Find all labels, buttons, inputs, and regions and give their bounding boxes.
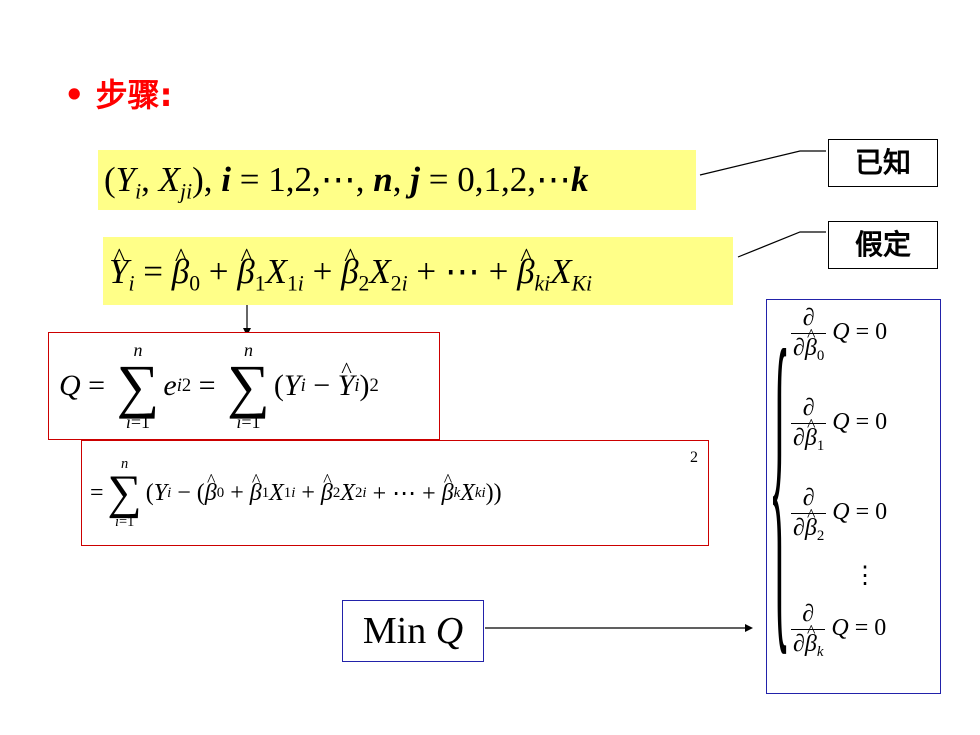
- equation-model: Yi = β0 + β1X1i + β2X2i + ⋯ + βkiXKi: [103, 237, 733, 305]
- connector-assumed: [737, 231, 826, 258]
- label-assumed: 假定: [828, 221, 938, 269]
- equation-q-sum: Q = n∑i=1 ei2 = n∑i=1 (Yi − Yi)2: [48, 332, 440, 440]
- right-arrow-head: [745, 624, 753, 632]
- min-word: Min: [362, 610, 427, 652]
- heading-text: 步骤:: [95, 76, 173, 114]
- partial-eq-0: ∂∂β0Q = 0: [791, 305, 887, 364]
- min-q-symbol: Q: [435, 610, 464, 652]
- partial-eq-1: ∂∂β1Q = 0: [791, 395, 887, 454]
- partial-eq-2: ∂∂β2Q = 0: [791, 485, 887, 544]
- bullet: •: [64, 76, 85, 114]
- connector-known: [699, 150, 826, 176]
- normal-equations-box: { ∂∂β0Q = 0 ∂∂β1Q = 0 ∂∂β2Q = 0 ⋮ ∂∂βkQ …: [766, 276, 941, 694]
- vertical-ellipsis: ⋮: [853, 563, 877, 589]
- label-known: 已知: [828, 139, 938, 187]
- system-brace: {: [769, 276, 791, 689]
- equation-data-set: (Yi, Xji), i = 1,2,⋯, n, j = 0,1,2,⋯k: [98, 150, 696, 210]
- partial-eq-k: ∂∂βkQ = 0: [791, 601, 886, 660]
- slide-heading: • 步骤:: [64, 70, 172, 116]
- min-q-box: Min Q: [342, 600, 484, 662]
- equation-q-expanded: = n∑i=1 (Yi − (β0 + β1X1i + β2X2i + ⋯ + …: [81, 440, 709, 546]
